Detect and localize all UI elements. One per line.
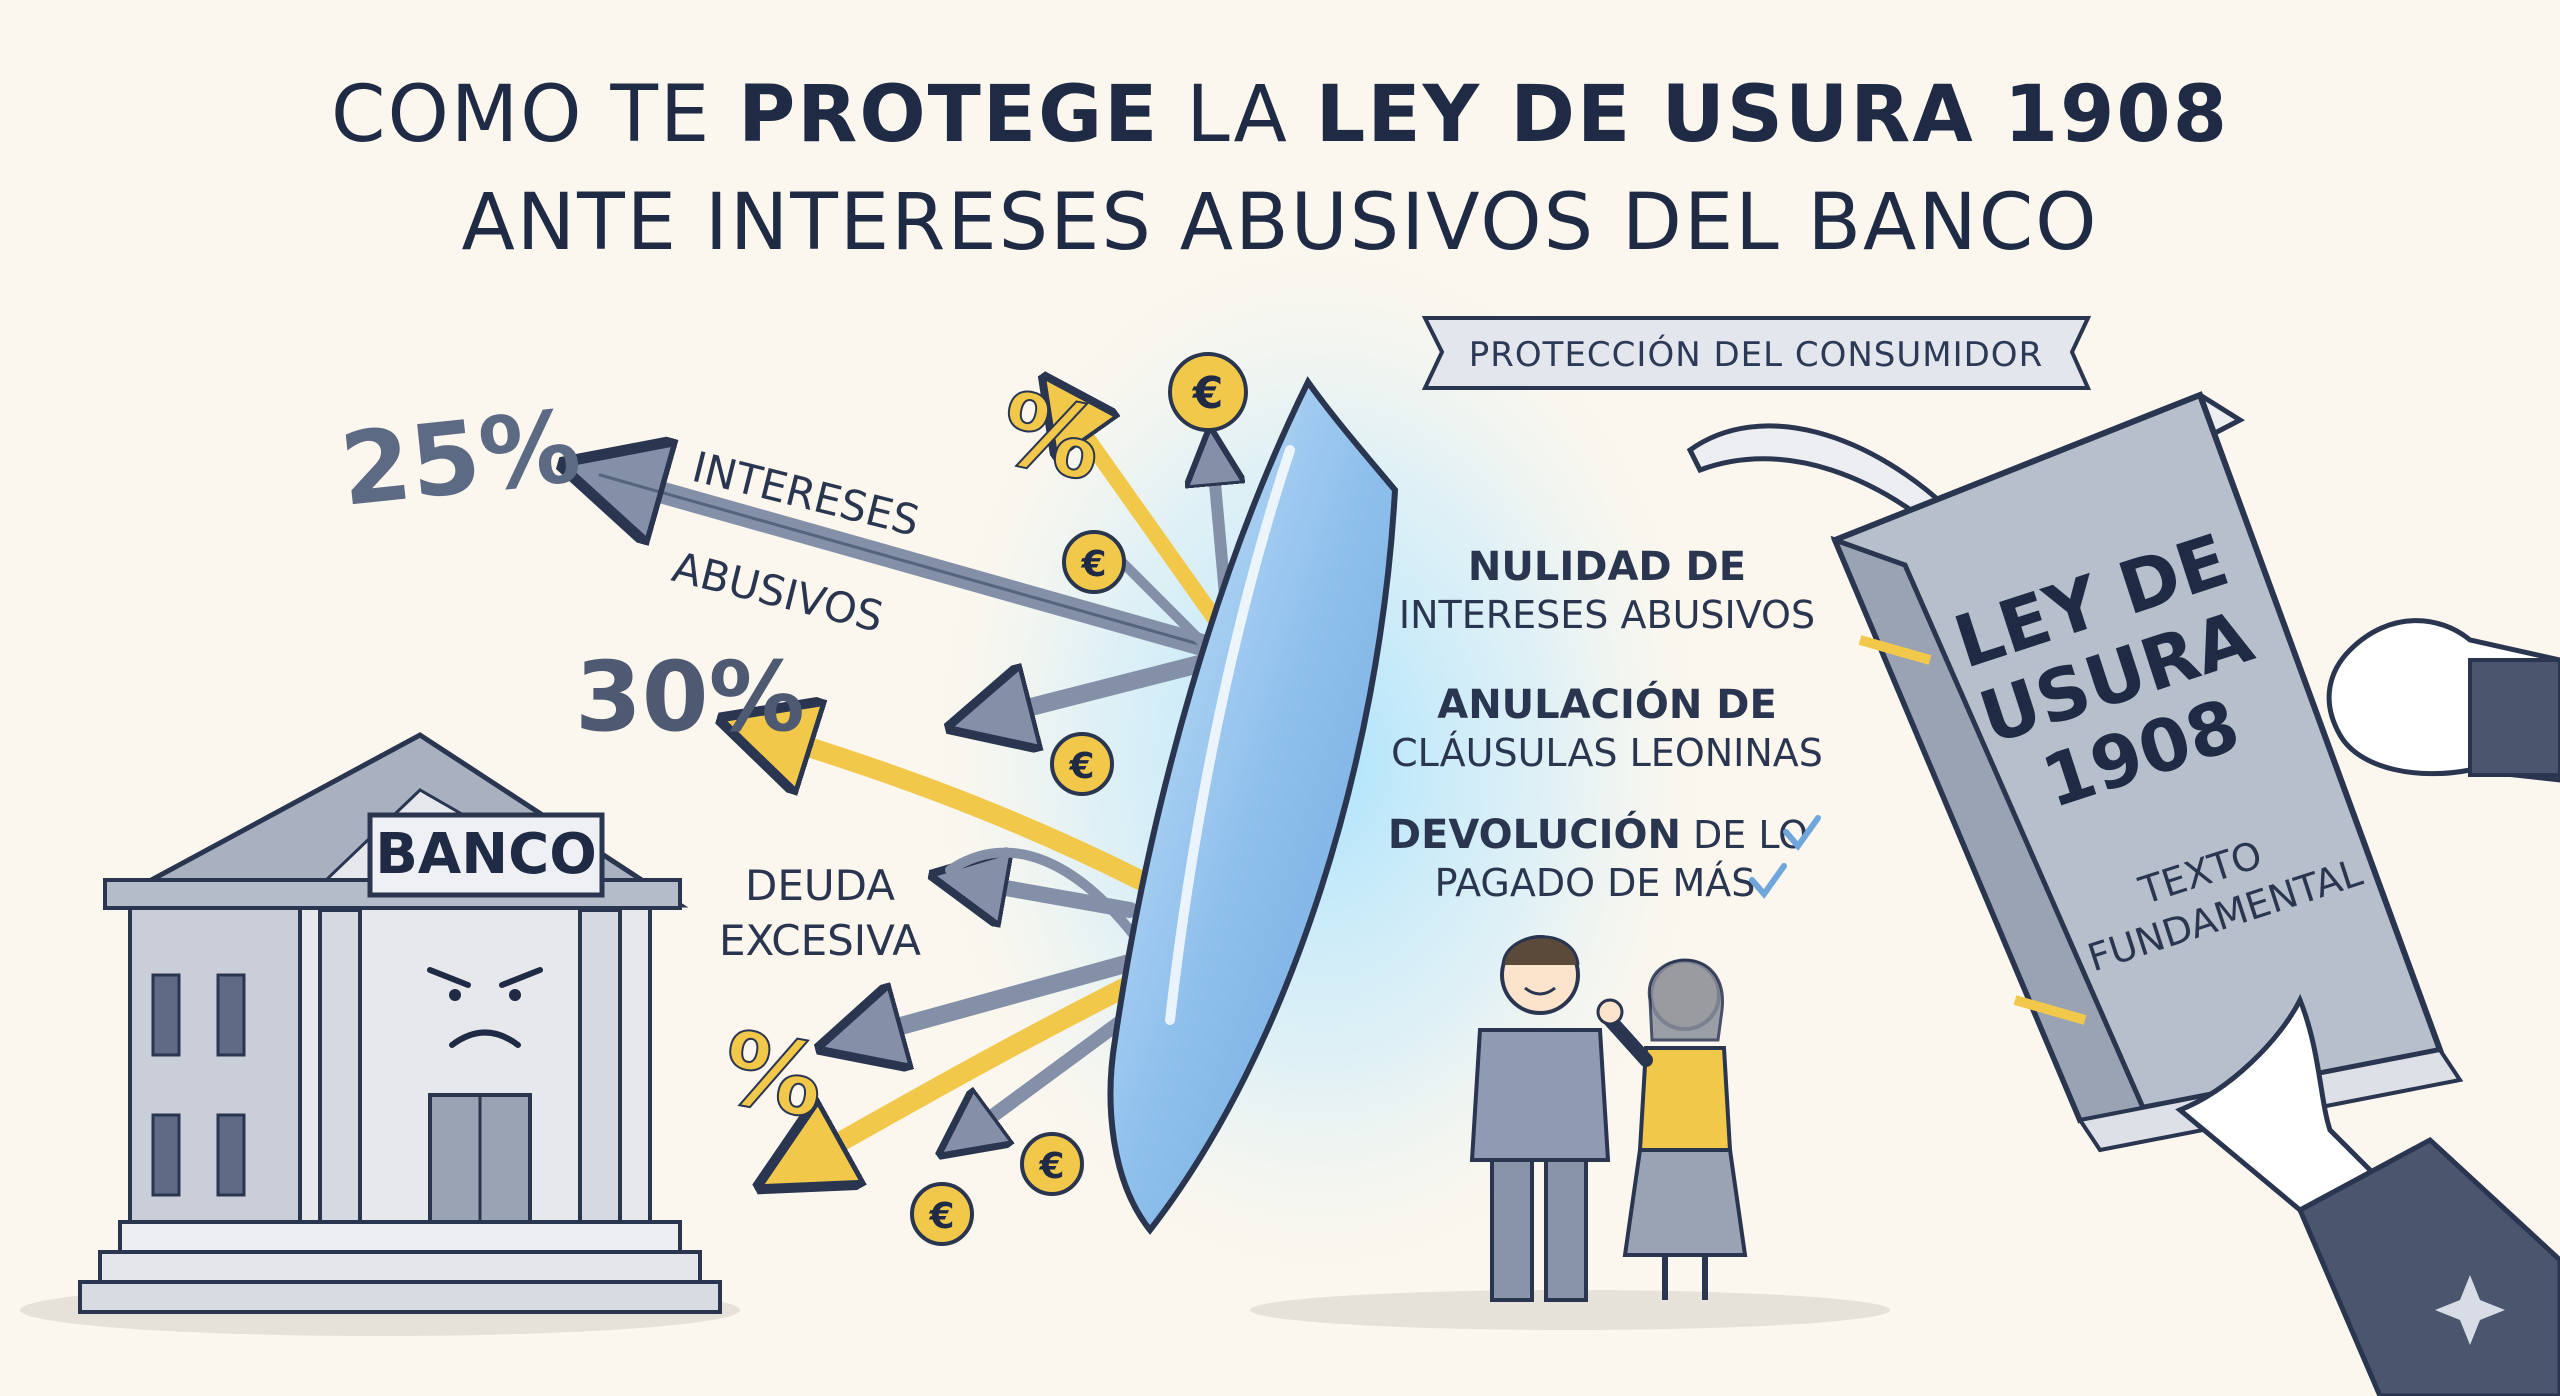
percent-yellow-bottom: % (714, 1008, 833, 1141)
page-title-line2: ANTE INTERESES ABUSIVOS DEL BANCO (461, 178, 2099, 268)
euro-coin-icon: € (910, 1182, 974, 1246)
euro-coin-icon: € (1062, 530, 1126, 594)
benefit-item: DEVOLUCIÓN DE LO PAGADO DE MÁS (1388, 810, 1808, 905)
page-title-line1: COMO TE PROTEGE LA LEY DE USURA 1908 (331, 70, 2229, 160)
svg-text:€: € (1068, 746, 1094, 787)
percent-25: 25% (335, 387, 585, 528)
svg-text:€: € (1192, 368, 1224, 419)
svg-text:ANULACIÓN DE: ANULACIÓN DE (1437, 680, 1777, 728)
woman-figure (1596, 958, 1748, 1300)
benefit-item: ANULACIÓN DE CLÁUSULAS LEONINAS (1391, 680, 1823, 775)
check-icon (1783, 815, 1821, 851)
angry-face-icon (427, 967, 543, 1048)
percent-yellow-top: % (990, 369, 1112, 504)
man-figure (1469, 935, 1611, 1302)
check-icon (1749, 863, 1787, 899)
svg-text:DEUDA: DEUDA (745, 861, 895, 910)
svg-text:€: € (1080, 544, 1106, 585)
label-deuda-excesiva: DEUDA EXCESIVA (719, 861, 921, 965)
euro-coin-icon: € (1020, 1132, 1084, 1196)
benefit-list: NULIDAD DE INTERESES ABUSIVOS ANULACIÓN … (1388, 544, 1823, 905)
svg-text:DEVOLUCIÓN DE LO: DEVOLUCIÓN DE LO (1388, 810, 1808, 858)
law-book: LEY DE USURA 1908 TEXTO FUNDAMENTAL (1686, 391, 2464, 1153)
svg-text:CLÁUSULAS LEONINAS: CLÁUSULAS LEONINAS (1391, 731, 1823, 775)
shield-icon (1107, 376, 1399, 1235)
hand-top (2326, 618, 2560, 783)
banner-text: PROTECCIÓN DEL CONSUMIDOR (1469, 334, 2043, 375)
euro-coin-icon: € (1050, 732, 1114, 796)
svg-text:INTERESES ABUSIVOS: INTERESES ABUSIVOS (1399, 593, 1815, 637)
benefit-item: NULIDAD DE INTERESES ABUSIVOS (1399, 544, 1815, 637)
sparkle-icon (2435, 1275, 2505, 1345)
percent-30: 30% (575, 641, 805, 753)
deflected-arrows (600, 400, 1230, 1170)
svg-text:NULIDAD DE: NULIDAD DE (1468, 544, 1746, 590)
euro-coin-icons: € € € € € (910, 352, 1248, 1246)
svg-text:€: € (1038, 1146, 1064, 1187)
svg-text:PAGADO DE MÁS: PAGADO DE MÁS (1435, 861, 1756, 905)
euro-coin-icon: € (1168, 352, 1248, 432)
happy-couple (1250, 935, 1890, 1330)
bank-building: BANCO (20, 732, 740, 1336)
svg-text:EXCESIVA: EXCESIVA (719, 916, 921, 965)
label-intereses-abusivos: INTERESES ABUSIVOS (668, 442, 925, 642)
hand-bottom (2175, 993, 2560, 1396)
svg-text:€: € (928, 1196, 954, 1237)
banner-consumer-protection: PROTECCIÓN DEL CONSUMIDOR (1421, 316, 2092, 390)
bank-sign: BANCO (375, 822, 597, 887)
